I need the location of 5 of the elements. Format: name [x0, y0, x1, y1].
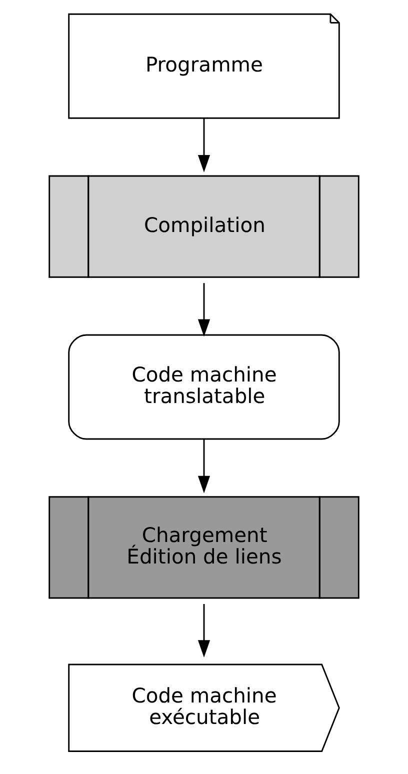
arrow	[198, 604, 210, 658]
node-box: Code machine translatable	[68, 334, 340, 440]
arrow	[198, 283, 210, 337]
arrow	[198, 439, 210, 494]
arrow	[198, 118, 210, 172]
